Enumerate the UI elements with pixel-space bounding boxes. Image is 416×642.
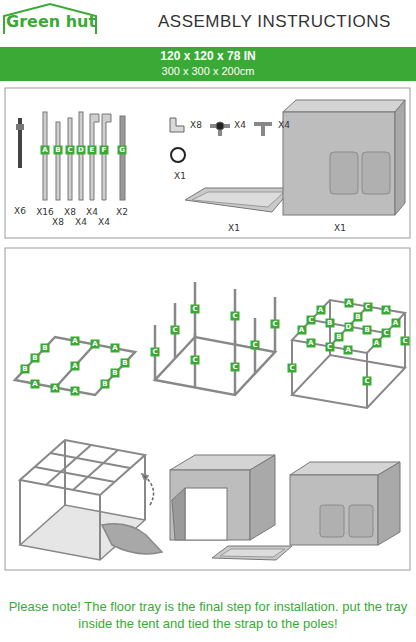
step2-uprights: [155, 282, 275, 395]
part-letter-tag: C: [151, 348, 160, 357]
tent-box: [283, 100, 405, 215]
step1-floor-frame: [15, 337, 135, 395]
quantity-label: X8: [190, 120, 202, 130]
parts-panel: [5, 88, 410, 238]
part-letter-tag: A: [71, 337, 80, 346]
quantity-label: X4: [278, 120, 290, 130]
connectors: [170, 118, 272, 162]
quantity-label: X4: [86, 207, 98, 217]
part-letter-tag: C: [66, 146, 75, 155]
part-letter-tag: B: [363, 325, 372, 334]
part-letter-tag: C: [288, 364, 297, 373]
steps-panel: [5, 248, 410, 570]
part-letter-tag: D: [77, 146, 86, 155]
part-letter-tag: A: [51, 384, 60, 393]
part-letter-tag: G: [118, 146, 127, 155]
part-letter-tag: C: [231, 363, 240, 372]
step6-closed-tent: [290, 462, 400, 545]
part-letter-tag: C: [271, 320, 280, 329]
part-letter-tag: B: [325, 319, 334, 328]
size-inches: 120 x 120 x 78 IN: [0, 47, 416, 64]
part-letter-tag: B: [101, 380, 110, 389]
page-title: ASSEMBLY INSTRUCTIONS: [158, 12, 391, 32]
step5-tent-tray: [170, 455, 292, 560]
quantity-label: X1: [174, 171, 186, 181]
poles: [43, 112, 125, 200]
part-letter-tag: C: [363, 377, 372, 386]
part-letter-tag: C: [191, 305, 200, 314]
part-letter-tag: B: [21, 365, 30, 374]
quantity-label: X1: [334, 223, 346, 233]
part-letter-tag: A: [41, 146, 50, 155]
part-letter-tag: B: [121, 359, 130, 368]
part-letter-tag: A: [91, 340, 100, 349]
part-letter-tag: C: [307, 316, 316, 325]
part-letter-tag: A: [372, 339, 381, 348]
part-letter-tag: A: [306, 339, 315, 348]
part-letter-tag: B: [335, 332, 344, 341]
quantity-label: X2: [116, 207, 128, 217]
floor-tray: [185, 188, 292, 212]
strap: [16, 118, 24, 168]
part-letter-tag: A: [344, 299, 353, 308]
quantity-label: X8: [52, 217, 64, 227]
part-letter-tag: C: [382, 329, 391, 338]
part-letter-tag: F: [100, 146, 109, 155]
quantity-label: X4: [75, 217, 87, 227]
part-letter-tag: C: [251, 341, 260, 350]
quantity-label: X4: [234, 120, 246, 130]
part-letter-tag: E: [88, 146, 97, 155]
part-letter-tag: D: [344, 322, 353, 331]
step3-roof-frame: [292, 300, 405, 408]
installation-note: Please note! The floor tray is the final…: [4, 598, 412, 632]
quantity-label: X1: [228, 223, 240, 233]
part-letter-tag: B: [111, 369, 120, 378]
part-letter-tag: B: [54, 146, 63, 155]
quantity-label: X8: [64, 207, 76, 217]
part-letter-tag: A: [391, 319, 400, 328]
part-letter-tag: A: [111, 344, 120, 353]
part-letter-tag: B: [41, 344, 50, 353]
part-letter-tag: A: [297, 326, 306, 335]
part-letter-tag: C: [363, 302, 372, 311]
part-letter-tag: A: [382, 305, 391, 314]
part-letter-tag: A: [71, 387, 80, 396]
part-letter-tag: A: [316, 306, 325, 315]
size-band: 120 x 120 x 78 IN300 x 300 x 200cm: [0, 47, 416, 81]
part-letter-tag: C: [171, 326, 180, 335]
part-letter-tag: A: [344, 345, 353, 354]
step4-cover: [20, 440, 162, 560]
part-letter-tag: A: [31, 380, 40, 389]
part-letter-tag: C: [325, 342, 334, 351]
part-letter-tag: B: [31, 354, 40, 363]
brand-logo: Green hut: [6, 12, 96, 31]
quantity-label: X16: [36, 207, 54, 217]
logo-roof: [4, 4, 96, 34]
quantity-label: X4: [98, 217, 110, 227]
part-letter-tag: C: [401, 337, 410, 346]
quantity-label: X6: [14, 206, 26, 216]
size-cm: 300 x 300 x 200cm: [0, 64, 416, 78]
part-letter-tag: A: [71, 362, 80, 371]
part-letter-tag: C: [191, 356, 200, 365]
part-letter-tag: C: [231, 312, 240, 321]
part-letter-tag: B: [354, 312, 363, 321]
